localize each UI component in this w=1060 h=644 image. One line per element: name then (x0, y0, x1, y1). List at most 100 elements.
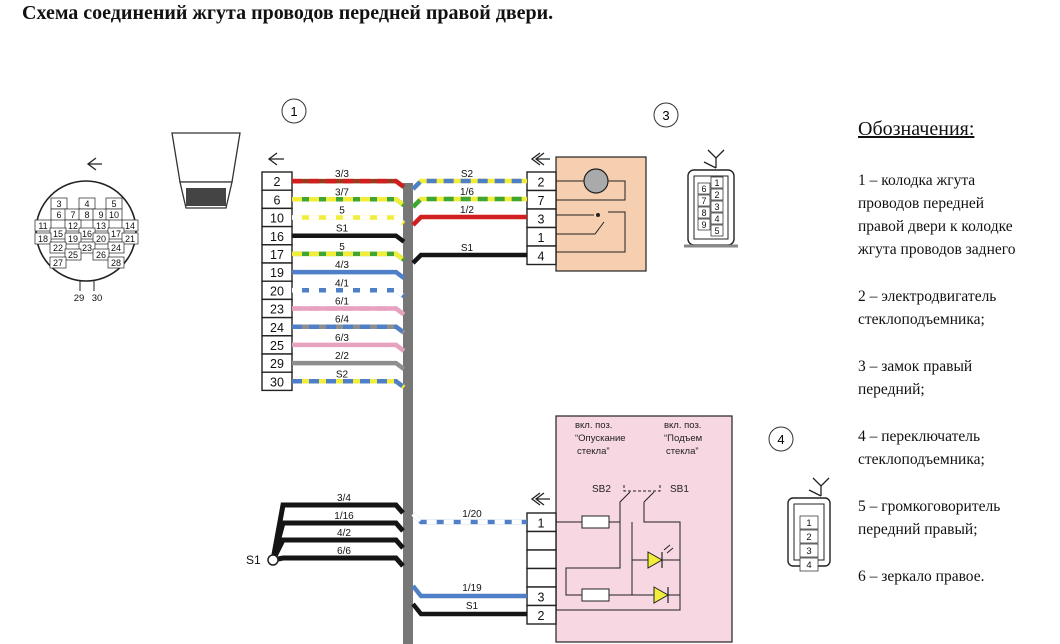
legend-line: проводов передней (858, 195, 985, 212)
switch-wire (411, 602, 527, 617)
window-switch-box: вкл. поз. “Опускание стекла” вкл. поз. “… (555, 415, 733, 643)
legend-line: передний правый; (858, 521, 978, 538)
round-pin-lead (79, 281, 95, 291)
plug4-pin-box (799, 529, 819, 544)
connector-1-pin-label: 20 (270, 284, 284, 298)
legend-line: 3 – замок правый (858, 358, 973, 375)
wire-stripe-2 (292, 178, 406, 189)
round-pin-label: 27 (53, 258, 63, 268)
round-pin-label: 23 (82, 243, 92, 253)
connector-1-pin-label: 19 (270, 266, 284, 280)
ground-wire (270, 537, 405, 562)
legend-heading: Обозначения: (858, 118, 975, 140)
connector-1-pin-label: 17 (270, 248, 284, 262)
wire-label: S2 (336, 369, 349, 380)
plug-pin-box (697, 218, 711, 231)
connector-arrow-icon (86, 149, 830, 506)
round-pin-label: 8 (84, 210, 89, 220)
plug-pin-box (710, 224, 724, 237)
legend-item: 5 – громкоговоритель передний правый; (858, 495, 1060, 541)
connector-2-pin-label: 3 (538, 213, 545, 227)
round-pin-label: 24 (111, 243, 121, 253)
round-pin-box (64, 232, 82, 245)
round-pin-label: 5 (111, 199, 116, 209)
svg-text:4: 4 (777, 432, 784, 447)
wire-label: 4/3 (335, 260, 349, 271)
plug-pin-label: 6 (701, 184, 706, 194)
svg-text:стекла”: стекла” (666, 446, 699, 457)
connector-4-pin-label: 1 (538, 517, 545, 531)
connector-1-pin-label: 6 (274, 193, 281, 207)
round-pin-label: 22 (53, 243, 63, 253)
round-pin-box (107, 256, 125, 269)
legend-item: 6 – зеркало правое. (858, 565, 1060, 588)
svg-text:3: 3 (662, 108, 669, 123)
wire-label: S1 (336, 224, 349, 235)
ground-wire (272, 555, 405, 568)
round-pin-label: 28 (111, 258, 121, 268)
wire-label: 3/7 (335, 187, 349, 198)
wire-stripe-20 (292, 288, 406, 299)
speaker-icon (171, 132, 241, 209)
switch-wire-stripe (411, 512, 527, 525)
wire-16 (292, 233, 406, 244)
wire-label: S1 (466, 601, 479, 612)
round-pin-label: 10 (109, 210, 119, 220)
svg-text:SB1: SB1 (670, 484, 689, 495)
plug-pin-box (697, 182, 711, 195)
led-icon (647, 551, 664, 569)
connector-1-pin-label: 16 (270, 230, 284, 244)
ground-s1-wires: 3/41/164/26/6 (270, 493, 405, 568)
round-pin-label: 26 (96, 250, 106, 260)
round-pin-box (64, 219, 82, 232)
round-pin-box (121, 219, 139, 232)
plug4-pin-box (799, 543, 819, 558)
plug4-pin-label: 2 (806, 532, 811, 543)
plug-pin-label: 3 (714, 202, 719, 212)
round-pin-label: 18 (38, 234, 48, 244)
plug-pin-box (710, 200, 724, 213)
connector-4: 132 (526, 512, 557, 625)
legend-line: 6 – зеркало правое. (858, 568, 985, 585)
motor-icon (583, 168, 609, 194)
plug-pin-label: 7 (701, 196, 706, 206)
connector-4-pin-label: 3 (538, 591, 545, 605)
round-pin-label: 20 (96, 234, 106, 244)
round-pin-box (49, 256, 67, 269)
svg-text:SB2: SB2 (592, 484, 611, 495)
round-pin-box (121, 232, 139, 245)
round-pin-label: 6 (56, 210, 61, 220)
wire-label: 1/6 (460, 187, 474, 198)
ground-wire (270, 520, 405, 561)
round-pin-label: 17 (111, 229, 121, 239)
svg-text:вкл. поз.: вкл. поз. (664, 420, 701, 431)
motor-wire-stripe (411, 196, 527, 209)
round-pin-label: 19 (68, 234, 78, 244)
round-pin-label: 15 (53, 229, 63, 239)
wire-label: 5 (339, 242, 345, 253)
connector-2-wires: S21/61/2S1 (411, 169, 527, 265)
wire-stripe-30 (292, 379, 406, 390)
round-pin-box (92, 248, 110, 261)
round-pin-box (92, 232, 110, 245)
plug-pin-label: 8 (701, 208, 706, 218)
legend-line: правой двери к колодке (858, 218, 1013, 235)
svg-text:1: 1 (290, 104, 297, 119)
round-pin-label: 13 (96, 221, 106, 231)
wire-label: 6/4 (335, 315, 349, 326)
legend-line: 5 – громкоговоритель (858, 498, 1001, 515)
wire-label: 6/3 (335, 333, 349, 344)
wire-label: S2 (461, 169, 474, 180)
svg-text:S1: S1 (246, 553, 261, 567)
motor-lock-box (555, 156, 647, 272)
round-pin-label: 30 (92, 293, 103, 304)
legend-line: стеклоподъемника; (858, 311, 985, 328)
round-pin-label: 4 (84, 199, 89, 209)
